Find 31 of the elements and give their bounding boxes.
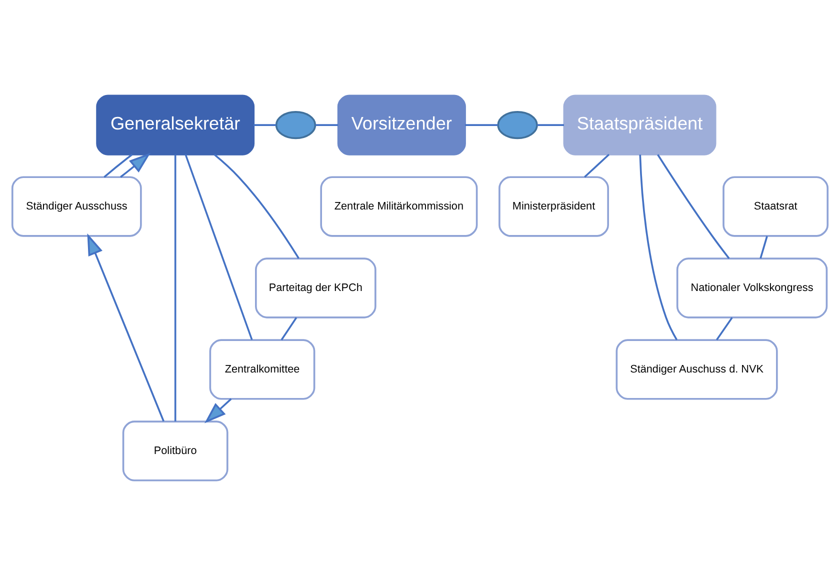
arrow <box>204 398 232 424</box>
node-box: Ministerpräsident <box>498 176 609 237</box>
connector <box>254 124 276 126</box>
connector <box>280 317 298 340</box>
connector <box>657 154 730 259</box>
node-ellipse <box>275 111 316 140</box>
connector <box>104 154 133 178</box>
arrow <box>120 152 151 178</box>
node-box: Ständiger Ausschuss <box>11 176 142 237</box>
connector <box>760 236 768 259</box>
node-box: Staatsrat <box>722 176 829 237</box>
connector <box>214 154 300 259</box>
connector <box>639 154 678 340</box>
node-box: Parteitag der KPCh <box>255 258 376 318</box>
connector <box>465 124 498 126</box>
node-box: Vorsitzender <box>337 94 466 156</box>
node-box: Zentrale Militärkommission <box>320 176 478 237</box>
node-box: Politbüro <box>122 420 228 482</box>
connector <box>174 154 176 422</box>
node-box: Zentralkomittee <box>209 339 316 400</box>
node-box: Nationaler Volkskongress <box>676 258 828 318</box>
connector <box>584 154 610 178</box>
node-box: Staatspräsident <box>563 94 716 156</box>
arrow <box>87 233 164 422</box>
connector <box>537 124 564 126</box>
connector <box>716 317 733 340</box>
node-ellipse <box>497 111 538 140</box>
node-box: Ständiger Auschuss d. NVK <box>616 339 778 400</box>
connector <box>184 154 253 340</box>
connector <box>316 124 338 126</box>
node-box: Generalsekretär <box>96 94 255 156</box>
